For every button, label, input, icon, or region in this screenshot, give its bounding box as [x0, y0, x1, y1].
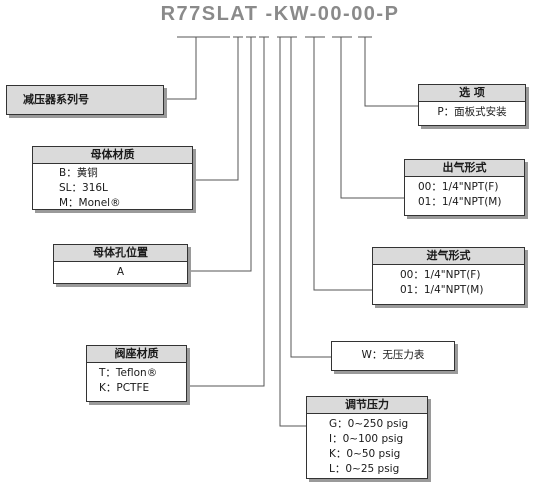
outlet-option: 01：1/4"NPT(M): [418, 196, 502, 208]
seat-material-box: 阀座材质 T：Teflon® K：PCTFE: [86, 345, 187, 402]
inlet-title: 进气形式: [373, 248, 524, 265]
outlet-box: 出气形式 00：1/4"NPT(F) 01：1/4"NPT(M): [404, 159, 525, 216]
body-port-box: 母体孔位置 A: [53, 244, 188, 284]
pressure-box: 调节压力 G：0~250 psig I：0~100 psig K：0~50 ps…: [306, 396, 428, 479]
body-port-title: 母体孔位置: [54, 245, 187, 262]
line-body-material: [193, 37, 239, 181]
body-material-option: B：黄铜: [59, 167, 98, 179]
line-inlet: [313, 37, 372, 291]
options-item: P：面板式安装: [437, 106, 507, 118]
inlet-box: 进气形式 00：1/4"NPT(F) 01：1/4"NPT(M): [372, 247, 525, 305]
seat-material-option: T：Teflon®: [99, 367, 158, 379]
options-box: 选 项 P：面板式安装: [418, 84, 526, 126]
pressure-option: G：0~250 psig: [329, 418, 409, 430]
line-body-port: [188, 37, 252, 272]
line-seat-material: [187, 37, 265, 387]
series-box: 减压器系列号: [6, 85, 164, 115]
series-title: 减压器系列号: [23, 93, 89, 106]
part-code-heading: R77SLAT -KW-00-00-P: [160, 3, 400, 25]
inlet-option: 00：1/4"NPT(F): [400, 269, 481, 281]
pressure-option: I：0~100 psig: [329, 433, 404, 445]
body-port-option: A: [116, 266, 125, 278]
line-outlet: [340, 37, 404, 199]
pressure-title: 调节压力: [307, 397, 427, 414]
pressure-option: K：0~50 psig: [329, 448, 401, 460]
seat-material-title: 阀座材质: [87, 346, 186, 363]
line-options: [364, 37, 418, 107]
body-material-box: 母体材质 B：黄铜 SL：316L M：Monel®: [32, 146, 193, 210]
body-material-option: M：Monel®: [59, 197, 121, 209]
outlet-option: 00：1/4"NPT(F): [418, 181, 499, 193]
outlet-title: 出气形式: [405, 160, 524, 177]
gauge-label: W：无压力表: [361, 349, 425, 361]
seat-material-option: K：PCTFE: [99, 382, 150, 394]
line-gauge: [290, 37, 331, 358]
inlet-option: 01：1/4"NPT(M): [400, 284, 484, 296]
line-pressure: [279, 37, 306, 427]
line-series: [164, 37, 197, 100]
options-title: 选 项: [419, 85, 525, 102]
pressure-option: L：0~25 psig: [329, 463, 400, 475]
body-material-option: SL：316L: [59, 182, 108, 194]
gauge-box: W：无压力表: [331, 341, 455, 371]
body-material-title: 母体材质: [33, 147, 192, 164]
